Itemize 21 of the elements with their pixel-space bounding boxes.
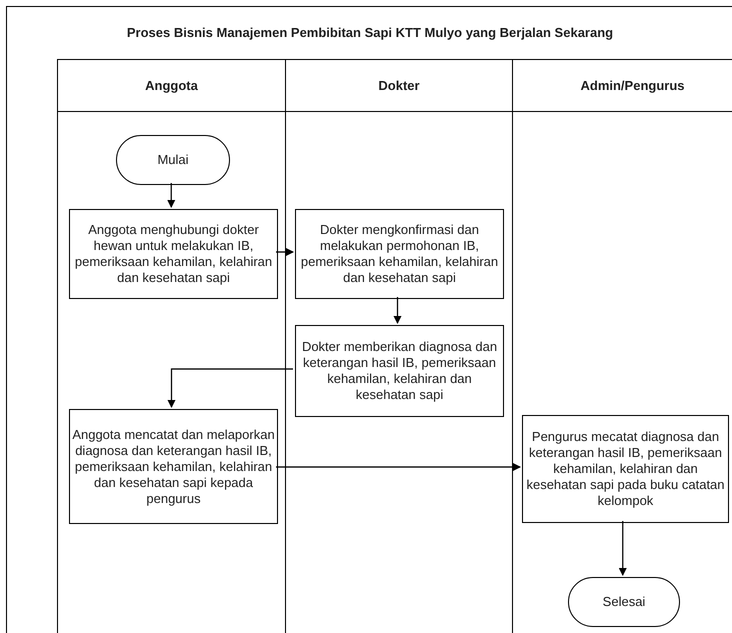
lane-header: Anggota — [145, 76, 198, 95]
arrow — [618, 521, 627, 576]
swimlane — [285, 59, 512, 633]
pool-title: Proses Bisnis Manajemen Pembibitan Sapi KTT Mulyo yang Berjalan Sekarang — [126, 24, 614, 42]
terminator: Selesai — [568, 577, 680, 627]
arrow — [394, 297, 402, 324]
arrow — [168, 368, 293, 408]
lane-header: Admin/Pengurus — [580, 76, 684, 95]
pool-frame — [6, 6, 732, 633]
swimlane — [57, 59, 285, 633]
terminator: Mulai — [116, 135, 230, 185]
swimlane — [512, 59, 732, 633]
process-box: Anggota mencatat dan melaporkan diagnosa dan keterangan hasil IB, pemeriksaan kehamilan, kelahiran dan kesehatan sapi kepada pengurus — [69, 409, 278, 524]
arrow — [167, 183, 176, 208]
arrow — [276, 248, 294, 256]
process-box: Pengurus mecatat diagnosa dan keterangan hasil IB, pemeriksaan kehamilan, kelahiran dan kesehatan sapi pada buku catatan kelompok — [522, 415, 729, 523]
process-box: Dokter mengkonfirmasi dan melakukan permohonan IB, pemeriksaan kehamilan, kelahiran dan kesehatan sapi — [295, 209, 504, 299]
process-box: Dokter memberikan diagnosa dan keterangan hasil IB, pemeriksaan kehamilan, kelahiran dan kesehatan sapi — [295, 325, 504, 417]
arrow — [276, 463, 521, 471]
lane-header: Dokter — [378, 76, 420, 95]
process-box: Anggota menghubungi dokter hewan untuk melakukan IB, pemeriksaan kehamilan, kelahiran dan kesehatan sapi — [69, 209, 278, 299]
